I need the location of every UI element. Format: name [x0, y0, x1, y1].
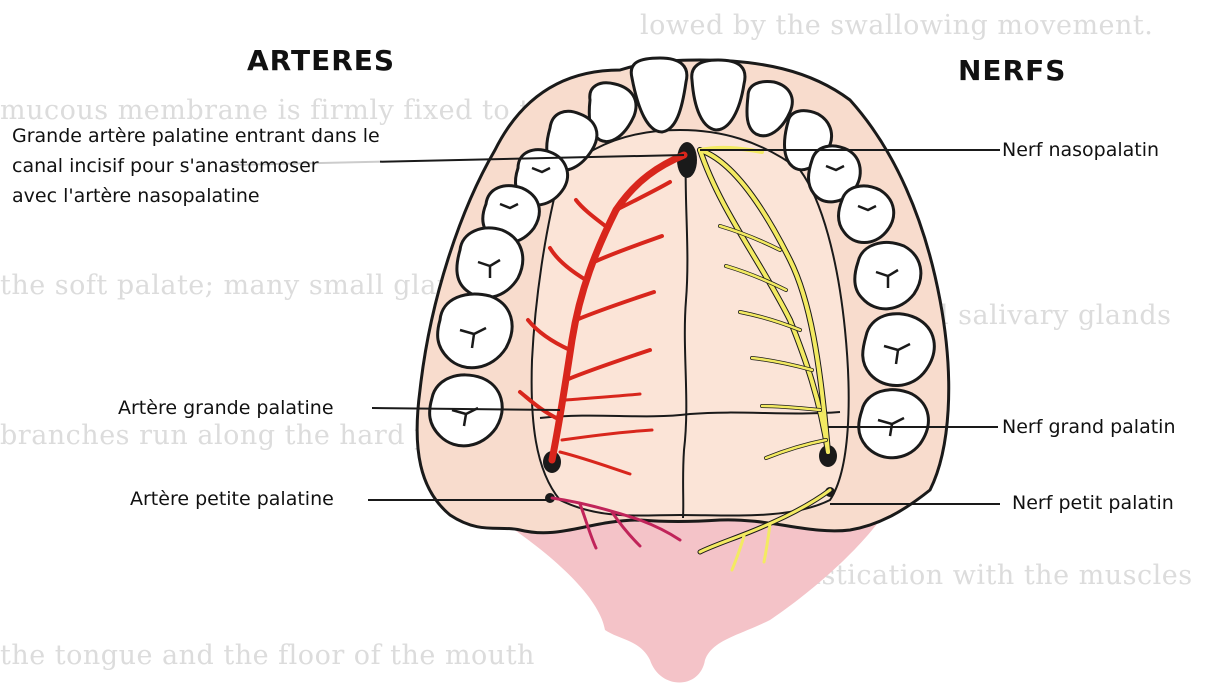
label-nerf-grand-palatin: Nerf grand palatin — [1002, 412, 1176, 442]
label-line-2: canal incisif pour s'anastomoser — [12, 151, 380, 181]
label-artere-petite-palatine: Artère petite palatine — [130, 484, 334, 514]
label-nerf-petit-palatin: Nerf petit palatin — [1012, 488, 1174, 518]
soft-palate — [500, 520, 880, 683]
label-artere-grande-palatine: Artère grande palatine — [118, 393, 334, 423]
heading-nerves: NERFS — [958, 54, 1066, 87]
heading-arteries: ARTERES — [247, 44, 395, 77]
label-line-1: Grande artère palatine entrant dans le — [12, 121, 380, 151]
label-nerf-nasopalatin: Nerf nasopalatin — [1002, 135, 1159, 165]
label-grande-artere-incisif: Grande artère palatine entrant dans le c… — [12, 121, 380, 211]
label-line-3: avec l'artère nasopalatine — [12, 181, 380, 211]
